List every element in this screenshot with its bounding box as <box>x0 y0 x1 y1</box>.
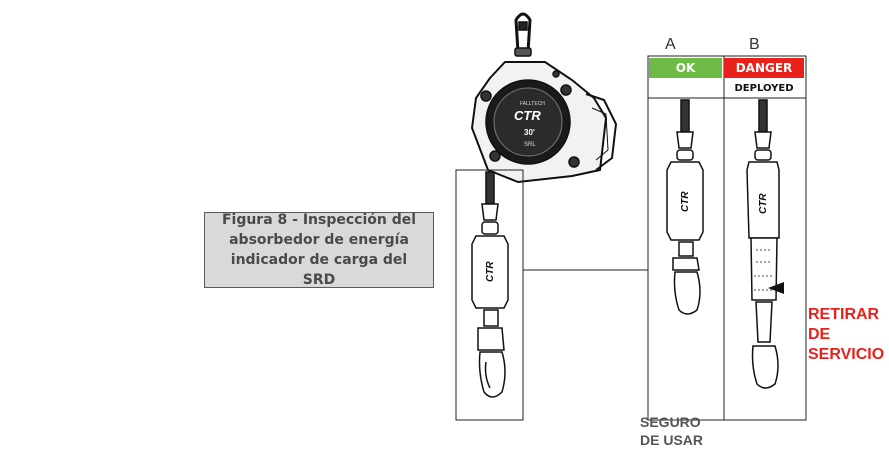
lanyard-left: CTR <box>471 171 509 398</box>
status-danger-badge: DANGER <box>724 58 804 78</box>
svg-text:CTR: CTR <box>758 193 769 214</box>
seguro-label: SEGURO DE USAR <box>640 414 704 448</box>
deployed-arrow-icon <box>768 282 784 294</box>
svg-text:CTR: CTR <box>680 191 691 212</box>
device-length: 30' <box>524 128 535 137</box>
srl-device <box>470 12 618 184</box>
figure-caption: Figura 8 - Inspección del absorbedor de … <box>204 212 434 288</box>
device-type: SRL <box>524 142 536 148</box>
lanyard-deployed: CTR <box>746 99 780 389</box>
lanyard-ok: CTR <box>666 99 704 315</box>
lanyard-detail-box <box>455 169 524 421</box>
column-b-letter: B <box>749 36 760 53</box>
deployed-label: DEPLOYED <box>734 82 794 94</box>
svg-text:CTR: CTR <box>485 261 496 282</box>
retirar-label: RETIRAR DE SERVICIO <box>808 306 885 363</box>
column-b-box <box>723 55 807 421</box>
column-a-letter: A <box>665 36 676 53</box>
device-model: CTR <box>514 108 541 123</box>
device-brand: FALLTECH <box>520 101 545 107</box>
status-ok-badge: OK <box>649 58 722 78</box>
